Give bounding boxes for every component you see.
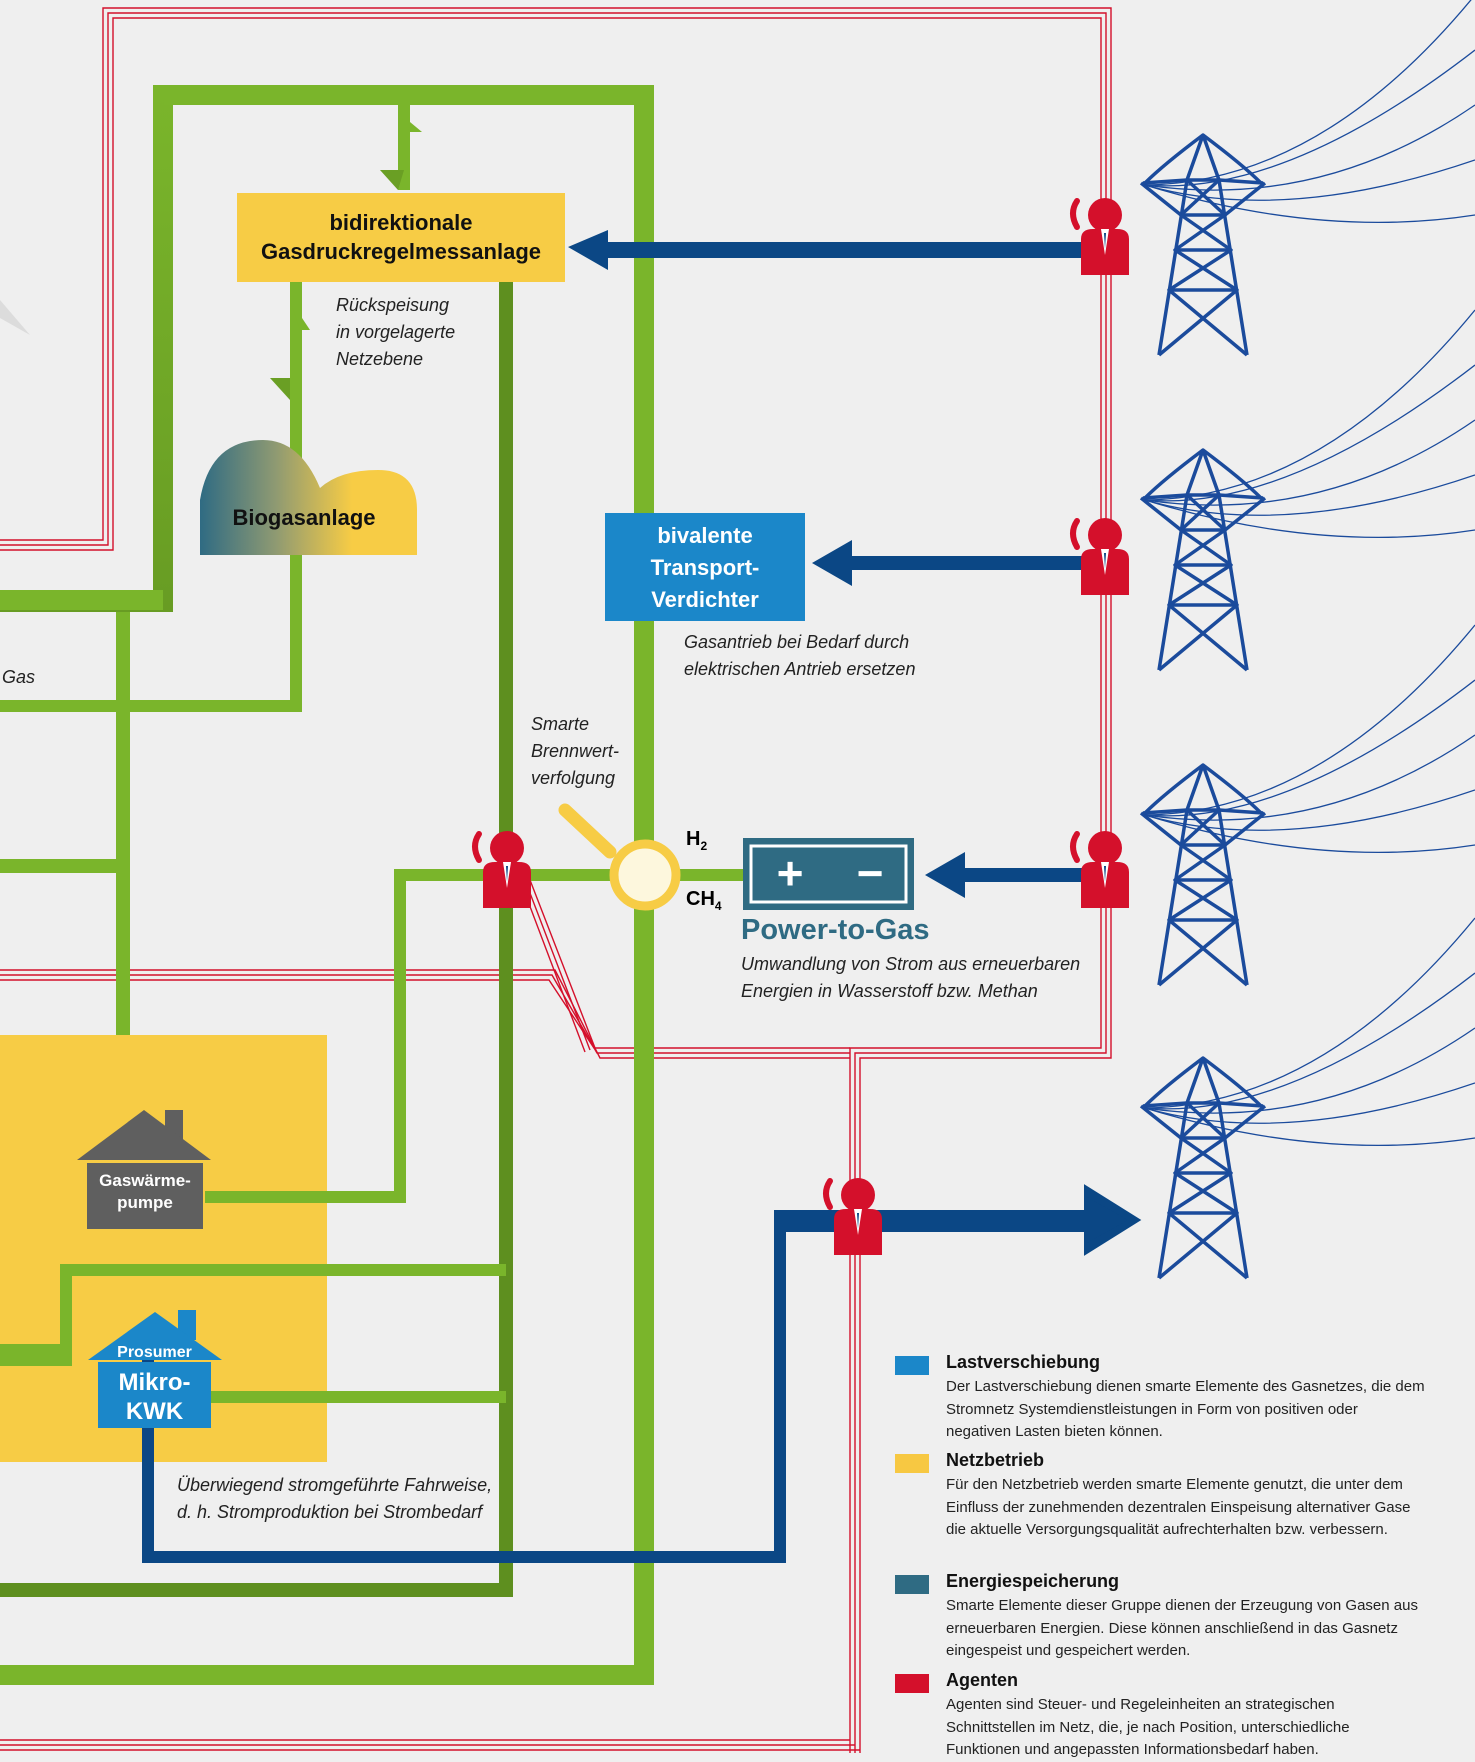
overhead-wire bbox=[1144, 0, 1472, 186]
overhead-wire bbox=[1144, 1027, 1475, 1114]
gas-note: Gas bbox=[2, 667, 36, 687]
overhead-wire bbox=[1144, 624, 1475, 816]
mikrokwk-label: Mikro- KWK bbox=[118, 1369, 191, 1425]
agent-icon bbox=[1070, 831, 1129, 908]
gasantrieb-note: Gasantrieb bei Bedarf durch elektrischen… bbox=[684, 632, 916, 679]
legend-swatch bbox=[895, 1454, 929, 1473]
arrow-to-verdichter bbox=[812, 540, 1082, 586]
overhead-wire bbox=[1144, 159, 1475, 201]
gaswaermepumpe-label: Gaswärme- pumpe bbox=[99, 1171, 191, 1212]
overhead-wire bbox=[1144, 814, 1475, 854]
h2-subscript: 2 bbox=[700, 839, 708, 853]
rueckspeisung-note: Rückspeisung in vorgelagerte Netzebene bbox=[336, 295, 456, 369]
agents bbox=[472, 198, 1129, 1255]
power-to-gas-title: Power-to-Gas bbox=[741, 914, 930, 946]
h2-label: H2 bbox=[686, 828, 707, 853]
gas-pipelines bbox=[0, 85, 745, 1685]
overhead-wire bbox=[1144, 49, 1475, 187]
overhead-wire bbox=[1144, 364, 1475, 502]
overhead-wire bbox=[1144, 679, 1475, 817]
control-arrows bbox=[142, 230, 1142, 1563]
power-line-outer bbox=[0, 7, 1112, 1753]
legend-swatch bbox=[895, 1575, 929, 1594]
gdrm-box bbox=[237, 193, 565, 282]
power-pylon-icon bbox=[1139, 448, 1267, 672]
legend-title: Agenten bbox=[946, 1670, 1018, 1690]
arrow-to-power-to-gas bbox=[925, 852, 1082, 898]
biogas-plant-shape bbox=[200, 440, 417, 555]
ch4-label: CH4 bbox=[686, 888, 722, 913]
agent-icon bbox=[1070, 198, 1129, 275]
prosumer-house bbox=[88, 1310, 222, 1428]
gaswaermepumpe-house bbox=[77, 1110, 211, 1229]
plus-sign: + bbox=[776, 847, 804, 899]
power-to-gas-battery bbox=[743, 838, 914, 910]
overhead-wire bbox=[1144, 499, 1475, 539]
legend-description: Für den Netzbetrieb werden smarte Elemen… bbox=[946, 1476, 1411, 1538]
ch4-subscript: 4 bbox=[714, 899, 722, 913]
legend-swatch bbox=[895, 1356, 929, 1375]
brennwert-note: Smarte Brennwert- verfolgung bbox=[531, 714, 620, 788]
ch4-text: CH bbox=[686, 888, 715, 910]
minus-sign: − bbox=[856, 847, 884, 899]
power-to-gas-description: Umwandlung von Strom aus erneuerbaren En… bbox=[741, 954, 1081, 1001]
legend-swatch bbox=[895, 1674, 929, 1693]
gdrm-label: bidirektionale Gasdruckregelmessanlage bbox=[260, 210, 542, 264]
agent-icon bbox=[472, 831, 531, 908]
overhead-wire bbox=[1144, 1082, 1475, 1124]
power-pylons bbox=[1139, 0, 1475, 1280]
overhead-wire bbox=[1144, 789, 1475, 831]
overhead-wire bbox=[1144, 104, 1475, 191]
verdichter-label: bivalente Transport- Verdichter bbox=[650, 523, 760, 612]
agent-icon bbox=[823, 1178, 882, 1255]
legend-description: Der Lastverschiebung dienen smarte Eleme… bbox=[946, 1378, 1425, 1440]
legend-title: Lastverschiebung bbox=[946, 1352, 1101, 1372]
magnifier-icon bbox=[558, 803, 681, 911]
legend-description: Smarte Elemente dieser Gruppe dienen der… bbox=[946, 1597, 1418, 1659]
overhead-wire bbox=[1144, 972, 1475, 1110]
legend-title: Netzbetrieb bbox=[946, 1450, 1045, 1470]
overhead-wire bbox=[1144, 419, 1475, 506]
overhead-wire bbox=[1144, 917, 1475, 1109]
fahrweise-note: Überwiegend stromgeführte Fahrweise, d. … bbox=[177, 1475, 493, 1522]
prosumer-label: Prosumer bbox=[117, 1344, 192, 1361]
overhead-wire bbox=[1144, 184, 1475, 224]
arrow-to-gdrm bbox=[568, 230, 1082, 270]
overhead-wire bbox=[1144, 734, 1475, 821]
verdichter-box bbox=[605, 513, 805, 621]
overhead-wire bbox=[1144, 474, 1475, 516]
overhead-wire bbox=[1144, 1107, 1475, 1147]
biogas-label: Biogasanlage bbox=[232, 505, 376, 530]
legend-description: Agenten sind Steuer- und Regeleinheiten … bbox=[946, 1696, 1350, 1758]
legend-title: Energiespeicherung bbox=[946, 1571, 1120, 1591]
background-shape bbox=[0, 300, 30, 335]
power-lines bbox=[0, 7, 1112, 1753]
overhead-wire bbox=[1144, 309, 1475, 501]
agent-icon bbox=[1070, 518, 1129, 595]
flow-markers bbox=[270, 112, 422, 400]
h2-text: H bbox=[686, 828, 701, 850]
